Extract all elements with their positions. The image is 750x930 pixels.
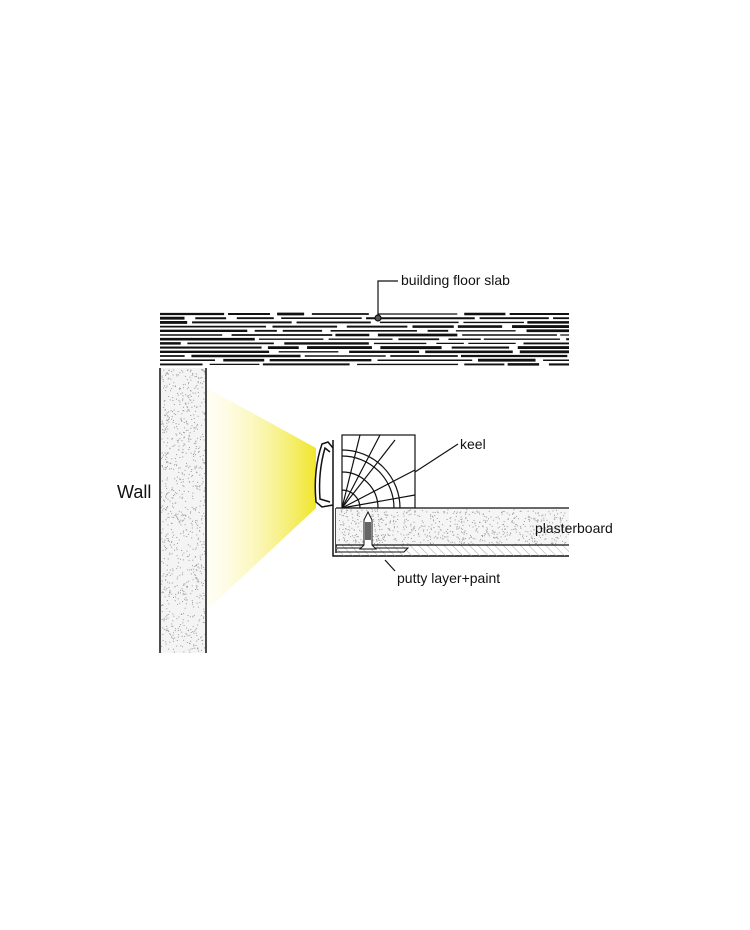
wall — [159, 368, 207, 653]
floor-slab — [160, 312, 569, 368]
leader-lines — [374, 280, 459, 572]
light-beam — [207, 388, 316, 610]
keel — [341, 434, 416, 509]
label-putty-layer-paint: putty layer+paint — [397, 570, 500, 586]
label-wall: Wall — [117, 482, 151, 502]
label-keel: keel — [460, 436, 486, 452]
plasterboard — [336, 507, 569, 556]
screw — [358, 510, 378, 550]
label-building-floor-slab: building floor slab — [401, 272, 510, 288]
label-plasterboard: plasterboard — [535, 520, 613, 536]
